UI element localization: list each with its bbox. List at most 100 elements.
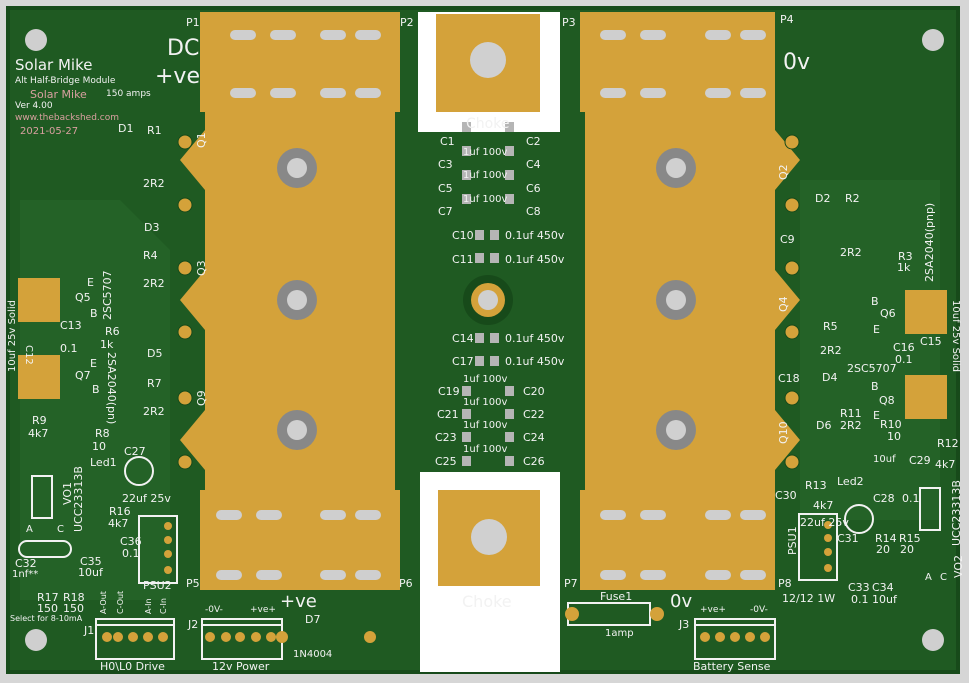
silk-label-r1v: 2R2 xyxy=(143,177,165,190)
silk-label-choke_bot: Choke xyxy=(462,592,512,611)
silk-label-c6: C6 xyxy=(526,182,541,195)
silk-label-d6: D6 xyxy=(816,419,832,432)
silk-label-q10: Q10 xyxy=(777,421,790,444)
silk-label-q5t: 2SC5707 xyxy=(101,270,114,320)
silk-label-c33: C33 xyxy=(848,581,870,594)
silk-label-amps: 150 amps xyxy=(106,89,151,99)
silk-label-q7: Q7 xyxy=(75,369,91,382)
silk-label-r15: R15 xyxy=(899,532,921,545)
silk-label-r12: R12 xyxy=(937,437,959,450)
silk-label-c34: C34 xyxy=(872,581,894,594)
silk-label-r16v: 4k7 xyxy=(108,517,129,530)
silk-label-c7: C7 xyxy=(438,205,453,218)
silk-label-c8: C8 xyxy=(526,205,541,218)
silk-label-r7: R7 xyxy=(147,377,162,390)
silk-label-ain: A-In xyxy=(144,598,153,614)
silk-label-r14v: 20 xyxy=(876,543,890,556)
silk-label-c18: C18 xyxy=(778,372,800,385)
silk-label-c27: C27 xyxy=(124,445,146,458)
silk-label-r7v: 2R2 xyxy=(143,405,165,418)
silk-label-c9: C9 xyxy=(780,233,795,246)
silk-label-vo1c: C xyxy=(57,524,64,535)
silk-label-vo2: VO2 xyxy=(952,555,965,578)
silk-label-c10: C10 xyxy=(452,229,474,242)
silk-label-c19: C19 xyxy=(438,385,460,398)
silk-label-p8: P8 xyxy=(778,577,792,590)
silk-label-d2: D2 xyxy=(815,192,831,205)
silk-label-r17: R17 xyxy=(37,591,59,604)
silk-label-c13: C13 xyxy=(60,319,82,332)
silk-label-c32: C32 xyxy=(15,557,37,570)
silk-label-fuse: Fuse1 xyxy=(600,590,633,603)
silk-label-c12v: 10uf 25v Solid xyxy=(7,300,18,372)
silk-label-r14: R14 xyxy=(875,532,897,545)
silk-label-j3a: +ve+ xyxy=(700,605,726,615)
silk-label-v11: 0.1uf 450v xyxy=(505,253,565,266)
silk-label-psu2: PSU2 xyxy=(143,579,172,592)
silk-label-p2: P2 xyxy=(400,16,414,29)
silk-label-r13v: 4k7 xyxy=(813,499,834,512)
silk-label-c22: C22 xyxy=(523,408,545,421)
silk-label-c24: C24 xyxy=(523,431,545,444)
silk-label-c2: C2 xyxy=(526,135,541,148)
silk-label-c31: C31 xyxy=(837,532,859,545)
silk-label-q4: Q4 xyxy=(777,296,790,312)
silk-label-c31v: 22uf 25v xyxy=(800,516,849,529)
silk-label-c11: C11 xyxy=(452,253,474,266)
silk-label-overlay: Solar Mike xyxy=(30,88,87,101)
silk-label-j2b: +ve+ xyxy=(250,605,276,615)
silk-label-q5: Q5 xyxy=(75,291,91,304)
silk-label-c20: C20 xyxy=(523,385,545,398)
silk-label-r11v: 2R2 xyxy=(840,419,862,432)
silk-label-r10: R10 xyxy=(880,418,902,431)
silk-label-ov_top: 0v xyxy=(783,50,811,75)
silk-label-c35v: 10uf xyxy=(78,566,103,579)
silk-label-c4: C4 xyxy=(526,158,541,171)
silk-label-q5e: E xyxy=(87,276,94,289)
silk-label-p5: P5 xyxy=(186,577,200,590)
silk-label-r18v: 150 xyxy=(63,602,84,615)
silk-label-c5: C5 xyxy=(438,182,453,195)
silk-label-c16v: 0.1 xyxy=(895,353,913,366)
silk-label-r13: R13 xyxy=(805,479,827,492)
silk-label-r17v: 150 xyxy=(37,602,58,615)
silk-label-ve_top: +ve xyxy=(155,64,200,89)
silk-label-r8v: 10 xyxy=(92,440,106,453)
silk-label-c12: C12 xyxy=(23,345,34,365)
silk-label-r4v: 2R2 xyxy=(143,277,165,290)
silk-label-q9: Q9 xyxy=(195,390,208,406)
silk-label-r18: R18 xyxy=(63,591,85,604)
silk-label-c25: C25 xyxy=(435,455,457,468)
silk-label-r1: R1 xyxy=(147,124,162,137)
silk-label-vo2c: C xyxy=(940,572,947,583)
silk-label-q2: Q2 xyxy=(777,164,790,180)
silk-label-c14: C14 xyxy=(452,332,474,345)
silk-label-ucc1: UCC23313B xyxy=(72,466,85,532)
silk-label-q8b: B xyxy=(871,380,879,393)
silk-label-r2: R2 xyxy=(845,192,860,205)
silk-label-c3: C3 xyxy=(438,158,453,171)
silk-label-c34v: 10uf xyxy=(872,593,897,606)
silk-label-r9: R9 xyxy=(32,414,47,427)
silk-label-q6b: B xyxy=(871,295,879,308)
silk-label-q3: Q3 xyxy=(195,260,208,276)
silk-label-cout: C-Out xyxy=(116,590,125,614)
silk-label-d7: D7 xyxy=(305,613,321,626)
silk-label-q1: Q1 xyxy=(195,132,208,148)
silk-label-v4: 1uf 100v xyxy=(463,374,508,385)
silk-label-psu1: PSU1 xyxy=(786,526,799,555)
silk-label-c1: C1 xyxy=(440,135,455,148)
silk-label-r15v: 20 xyxy=(900,543,914,556)
silk-label-v10: 0.1uf 450v xyxy=(505,229,565,242)
silk-label-c33v: 0.1 xyxy=(851,593,869,606)
silk-label-r5v: 2R2 xyxy=(820,344,842,357)
silk-label-q6: Q6 xyxy=(880,307,896,320)
silk-label-fusev: 1amp xyxy=(605,628,634,639)
silk-label-p3: P3 xyxy=(562,16,576,29)
silk-label-d3: D3 xyxy=(144,221,160,234)
silk-label-q8e: E xyxy=(873,409,880,422)
silk-label-vo1a: A xyxy=(26,524,33,535)
silk-label-q6e: E xyxy=(873,323,880,336)
